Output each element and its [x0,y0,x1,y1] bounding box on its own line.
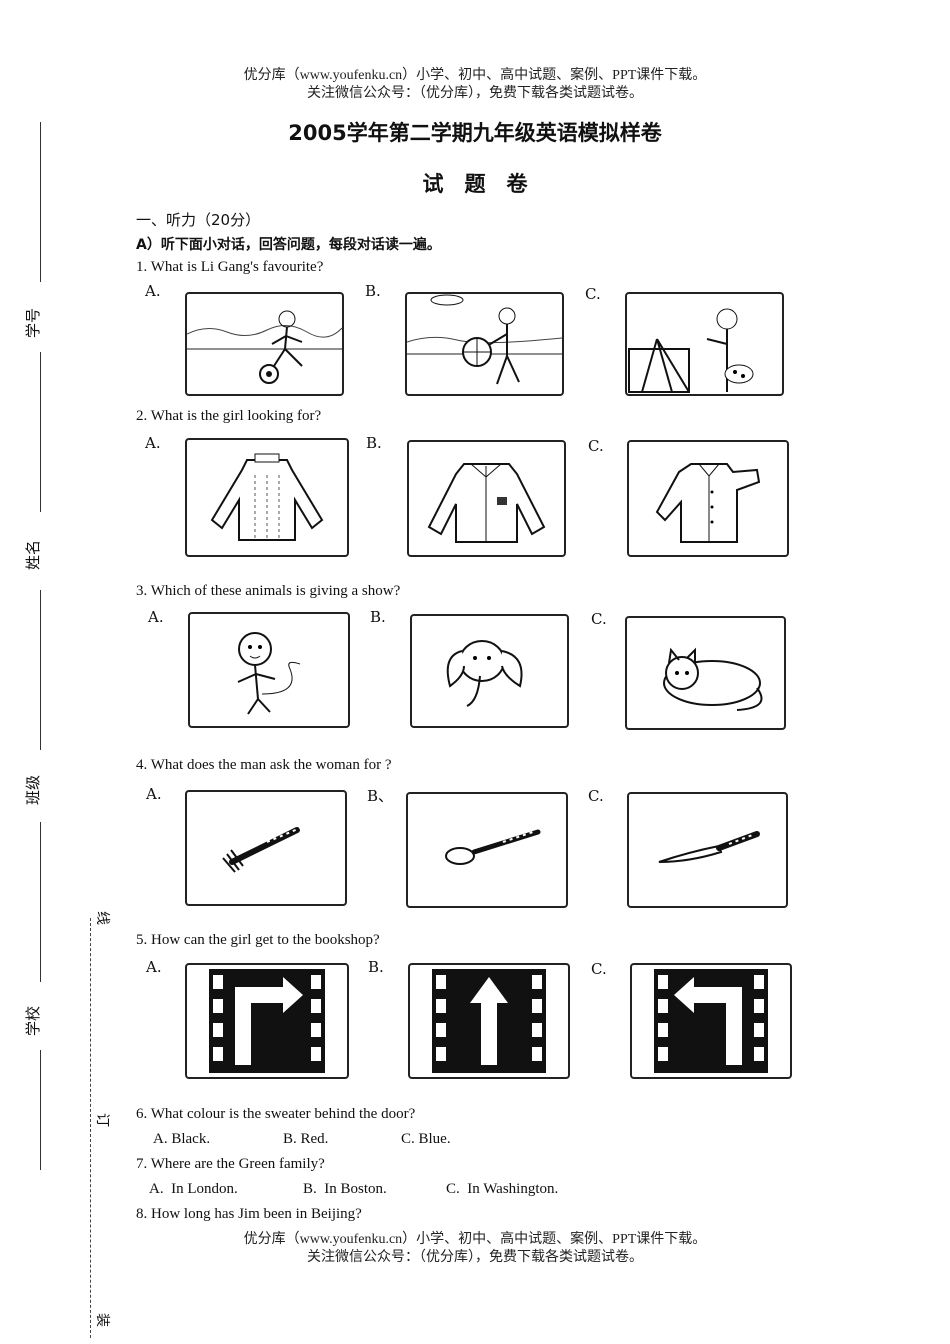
q5-option-b-straight-ahead-sign[interactable] [408,963,570,1079]
header-banner-line1: 优分库（www.youfenku.cn）小学、初中、高中试题、案例、PPT课件下… [243,68,707,83]
q3-option-c-cat-image[interactable] [625,616,786,730]
q5-option-a-label: A. [146,958,162,976]
question-8: 8. How long has Jim been in Beijing? [136,1206,362,1222]
binding-mark-stitch: 装 [94,1313,110,1327]
q4-option-c-label: C. [588,787,604,805]
question-6: 6. What colour is the sweater behind the… [136,1106,416,1122]
student-number-label: 学号 [24,307,42,338]
class-label: 班级 [24,774,42,805]
q2-option-a-label: A. [145,434,161,452]
q1-option-a-label: A. [145,282,161,300]
q7-option-b[interactable]: B. In Boston. [303,1181,387,1197]
q2-option-c-shirt-image[interactable] [627,440,789,557]
q4-option-a-label: A. [146,785,162,803]
q5-option-a-turn-right-sign[interactable] [185,963,349,1079]
q6-option-b[interactable]: B. Red. [283,1131,329,1147]
q1-option-c-painting-image[interactable] [625,292,784,396]
margin-rule-4 [40,822,41,982]
q5-option-c-label: C. [591,960,607,978]
header-banner-line2: 关注微信公众号：（优分库），免费下载各类试题试卷。 [307,86,643,101]
footer-banner-line2: 关注微信公众号：（优分库），免费下载各类试题试卷。 [307,1250,643,1265]
q5-option-c-turn-left-sign[interactable] [630,963,792,1079]
school-label: 学校 [24,1005,42,1036]
q4-option-a-fork-image[interactable] [185,790,347,906]
q1-option-b-basketball-image[interactable] [405,292,564,396]
exam-title: 2005学年第二学期九年级英语模拟样卷 [288,121,662,145]
q7-option-c[interactable]: C. In Washington. [446,1181,559,1197]
q3-option-a-monkey-image[interactable] [188,612,350,728]
q4-option-b-label: B、 [367,787,394,805]
q1-option-a-football-image[interactable] [185,292,344,396]
q4-option-c-knife-image[interactable] [627,792,788,908]
q3-option-b-elephant-image[interactable] [410,614,569,728]
question-7: 7. Where are the Green family? [136,1156,325,1172]
question-5: 5. How can the girl get to the bookshop? [136,932,380,948]
q1-option-b-label: B. [365,282,381,300]
q7-option-a[interactable]: A. In London. [149,1181,238,1197]
section-heading: 一、听力（20分） [136,211,261,229]
q2-option-b-jacket-image[interactable] [407,440,566,557]
margin-rule-5 [40,1050,41,1170]
q3-option-a-label: A. [148,608,164,626]
q2-option-a-sweater-image[interactable] [185,438,349,557]
part-a-instruction: A）听下面小对话，回答问题，每段对话读一遍。 [136,237,441,253]
binding-mark-line: 线 [94,911,110,925]
exam-subtitle: 试 题 卷 [422,172,528,196]
margin-rule-2 [40,352,41,512]
footer-banner-line1: 优分库（www.youfenku.cn）小学、初中、高中试题、案例、PPT课件下… [243,1232,707,1247]
binding-mark-bind: 订 [94,1113,110,1127]
question-3: 3. Which of these animals is giving a sh… [136,583,401,599]
name-label: 姓名 [24,539,42,570]
question-2: 2. What is the girl looking for? [136,408,322,424]
q4-option-b-spoon-image[interactable] [406,792,568,908]
question-4: 4. What does the man ask the woman for ? [136,757,392,773]
q3-option-b-label: B. [370,608,386,626]
q2-option-b-label: B. [366,434,382,452]
q5-option-b-label: B. [368,958,384,976]
q3-option-c-label: C. [591,610,607,628]
q6-option-c[interactable]: C. Blue. [401,1131,451,1147]
q6-option-a[interactable]: A. Black. [153,1131,211,1147]
binding-dashed-line [90,918,91,1338]
q1-option-c-label: C. [585,285,601,303]
margin-rule-top [40,122,41,282]
question-1: 1. What is Li Gang's favourite? [136,259,324,275]
q2-option-c-label: C. [588,437,604,455]
margin-rule-3 [40,590,41,750]
